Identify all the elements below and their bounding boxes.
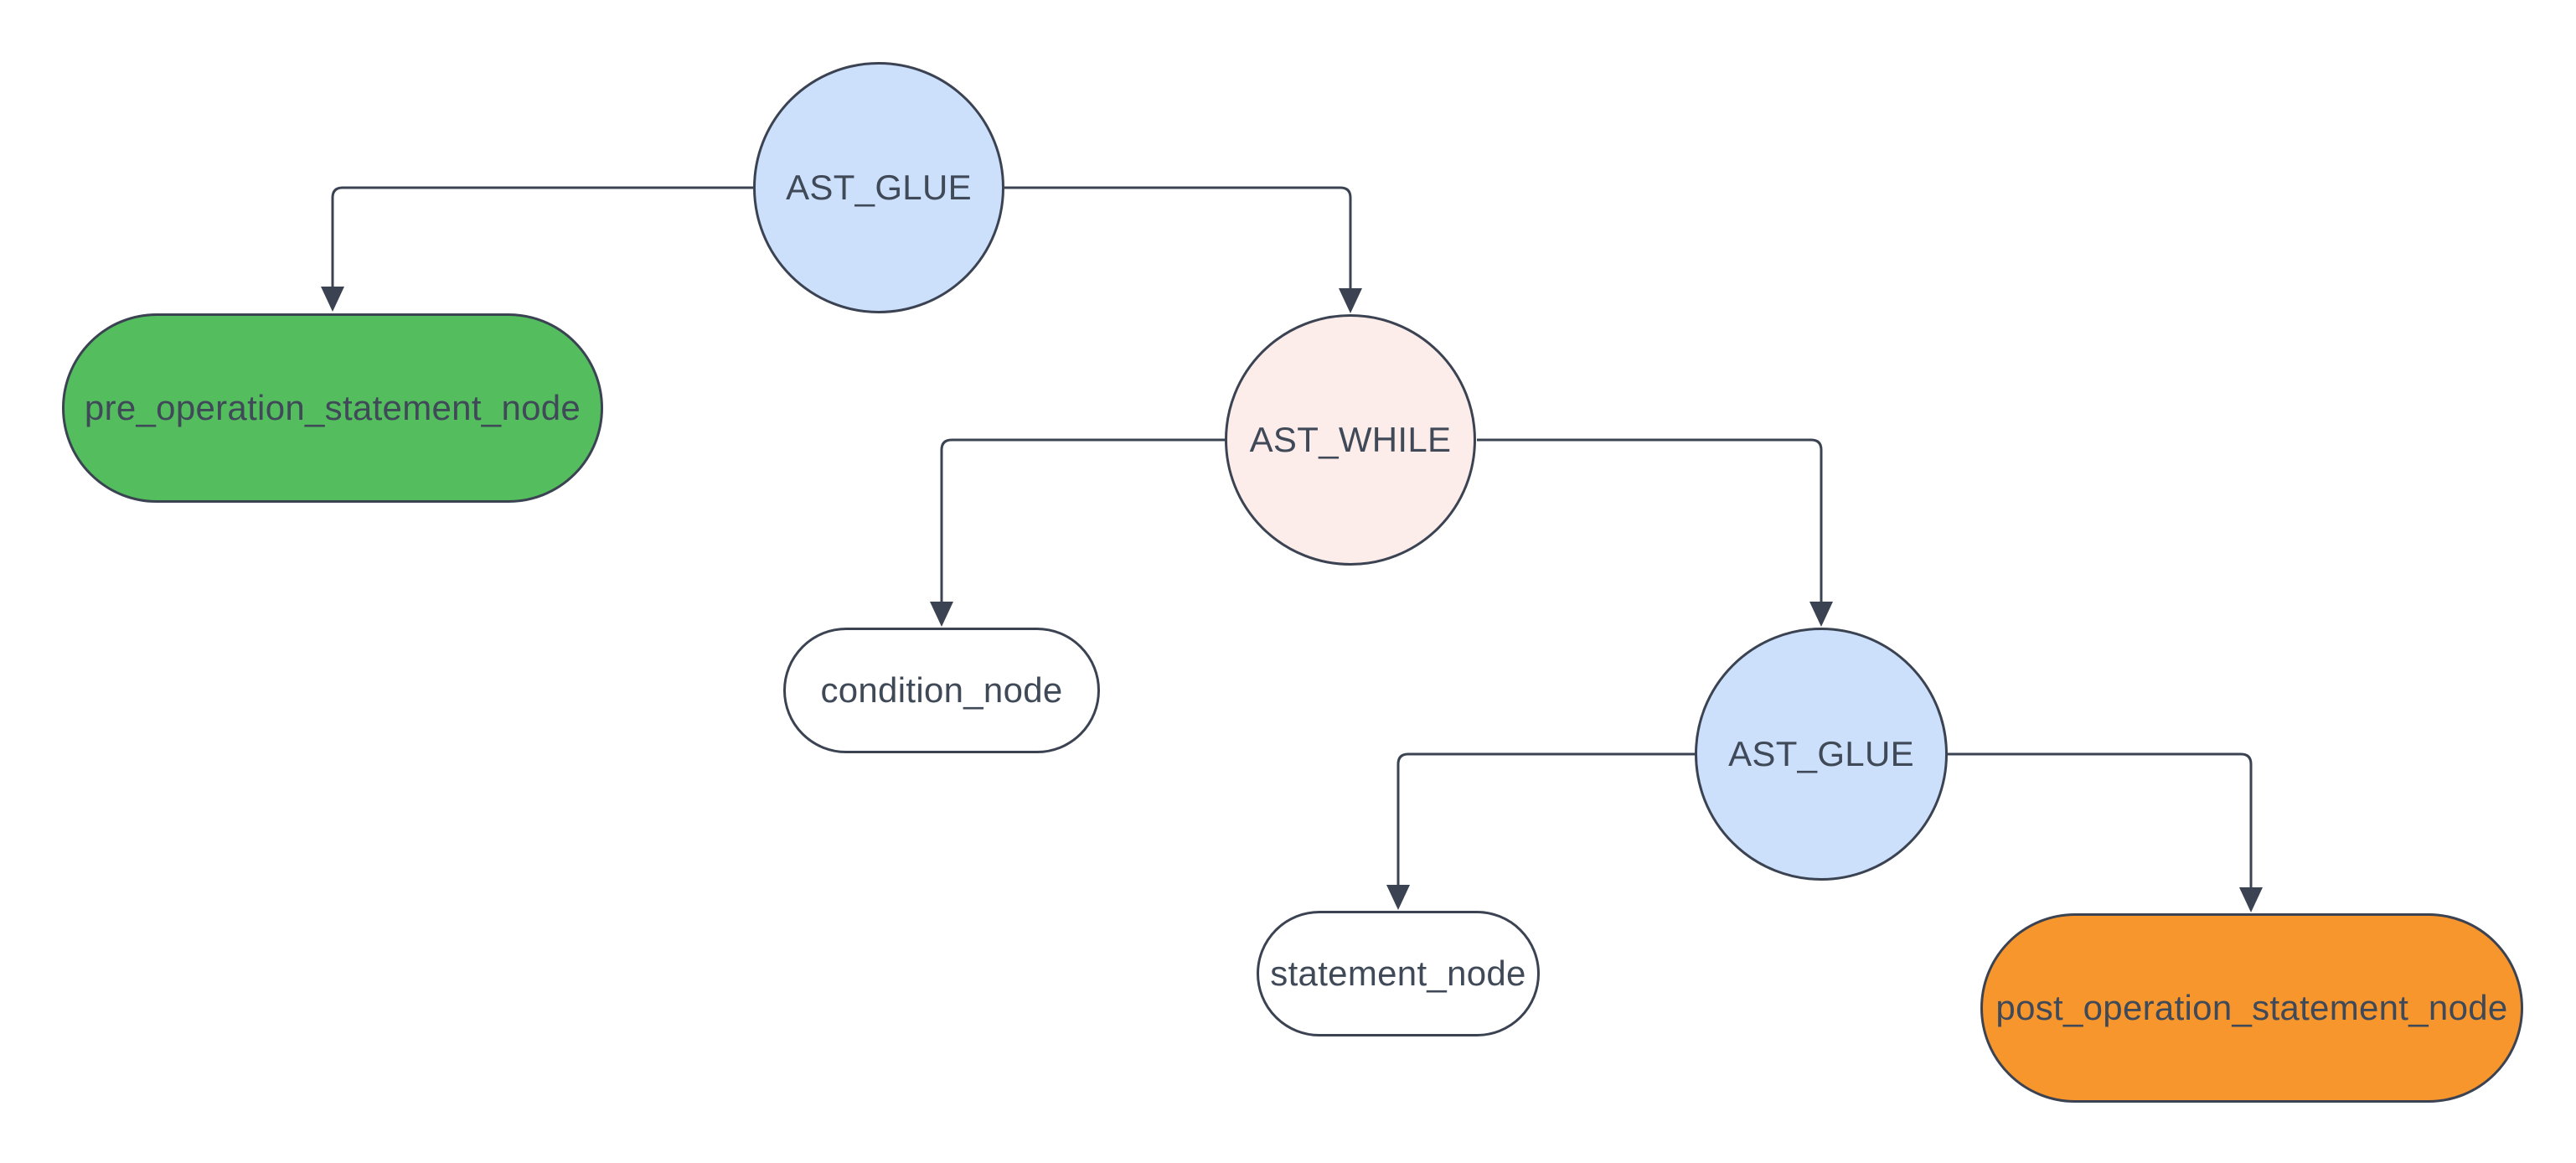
node-ast-glue-inner: AST_GLUE xyxy=(1695,628,1948,881)
node-ast-glue-root: AST_GLUE xyxy=(753,62,1004,313)
node-pre-operation-statement: pre_operation_statement_node xyxy=(62,313,603,503)
edge-arrowhead-down-icon xyxy=(321,287,344,312)
node-ast-glue-inner-label: AST_GLUE xyxy=(1728,733,1914,773)
edge-ast-glue-root-to-pre-operation-statement-node xyxy=(321,186,753,312)
edge-line xyxy=(940,438,1225,602)
edge-line xyxy=(331,186,753,287)
node-condition-label: condition_node xyxy=(820,669,1063,710)
edge-arrowhead-down-icon xyxy=(1339,288,1362,313)
edge-arrowhead-down-icon xyxy=(1386,885,1410,910)
edge-ast-glue-root-to-ast-while xyxy=(1004,186,1362,313)
node-condition: condition_node xyxy=(783,628,1100,753)
edge-ast-glue-inner-to-statement-node xyxy=(1386,752,1695,910)
edge-line xyxy=(1396,752,1695,885)
node-ast-while-label: AST_WHILE xyxy=(1249,419,1452,459)
node-ast-while: AST_WHILE xyxy=(1225,314,1476,566)
node-ast-glue-root-label: AST_GLUE xyxy=(786,167,972,207)
node-statement: statement_node xyxy=(1257,911,1540,1036)
edge-ast-while-to-ast-glue-inner xyxy=(1477,438,1833,627)
edge-arrowhead-down-icon xyxy=(1809,602,1833,627)
edge-arrowhead-down-icon xyxy=(930,602,953,627)
edge-line xyxy=(1004,186,1352,288)
edge-ast-while-to-condition-node xyxy=(930,438,1225,627)
edge-arrowhead-down-icon xyxy=(2239,887,2263,912)
edge-line xyxy=(1948,752,2253,887)
node-pre-operation-statement-label: pre_operation_statement_node xyxy=(84,387,581,427)
node-post-operation-statement: post_operation_statement_node xyxy=(1980,913,2523,1103)
node-post-operation-statement-label: post_operation_statement_node xyxy=(1995,987,2508,1027)
edge-ast-glue-inner-to-post-operation-statement-node xyxy=(1948,752,2263,912)
edge-line xyxy=(1477,438,1823,602)
node-statement-label: statement_node xyxy=(1270,953,1526,993)
